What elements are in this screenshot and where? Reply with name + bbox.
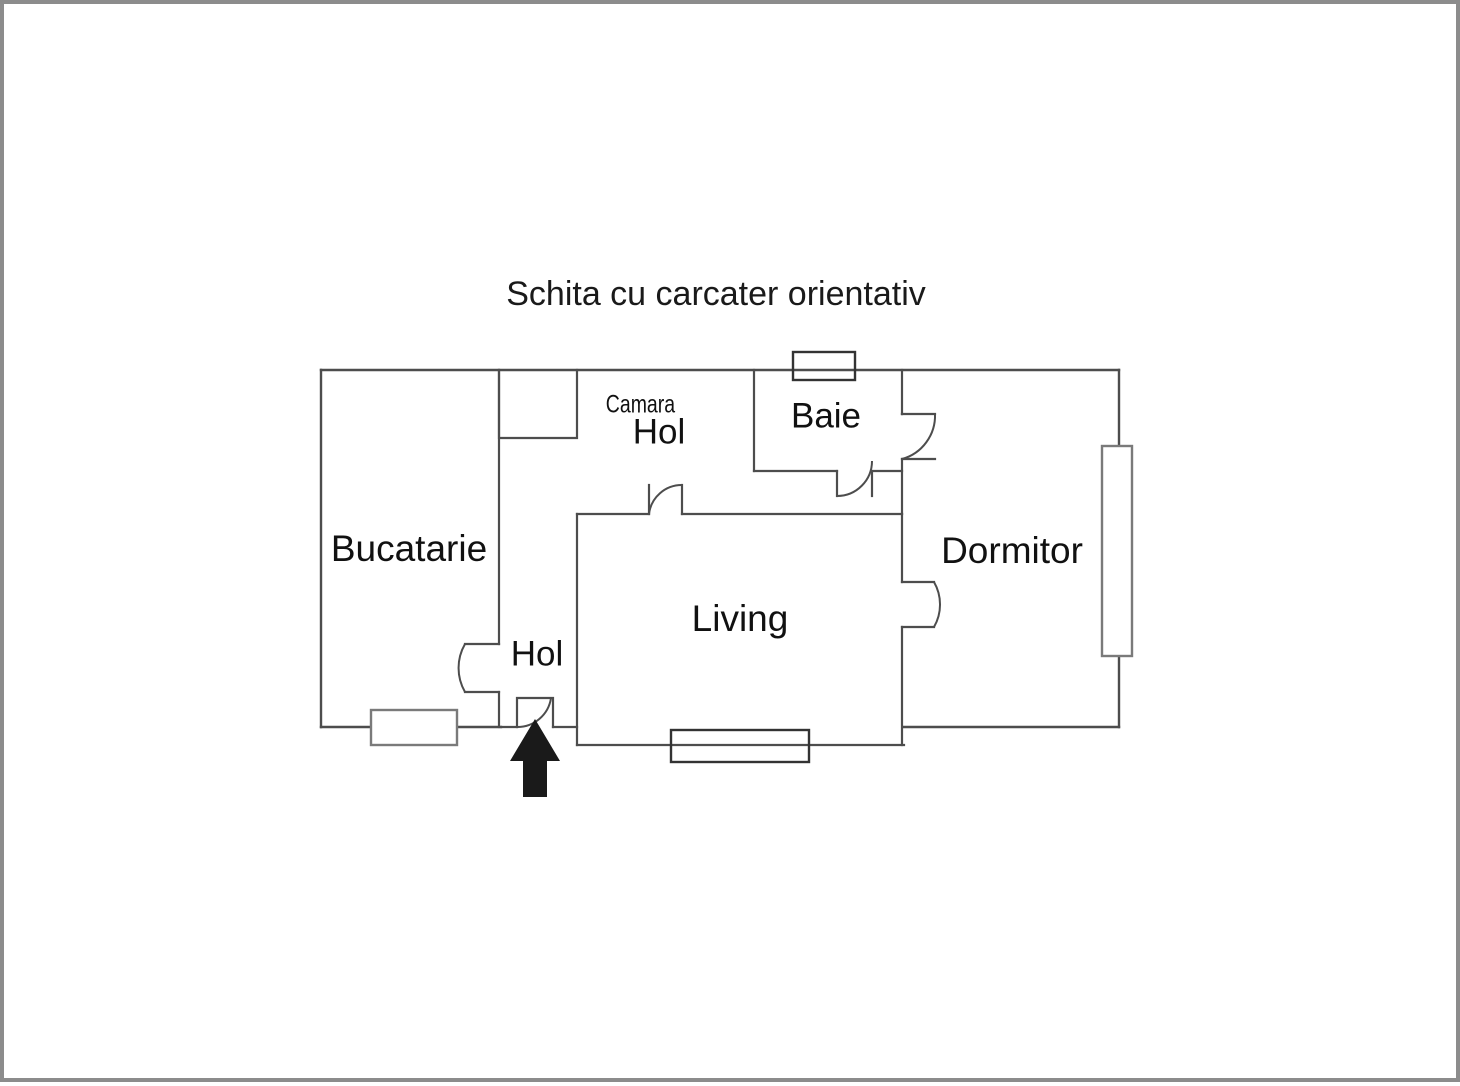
- wall-bucatarie-hol: [463, 368, 501, 729]
- room-label-hol-jos: Hol: [511, 634, 564, 673]
- door-living-dormitor: [933, 581, 941, 628]
- room-label-camara: Camara: [606, 390, 676, 418]
- window-bucatarie-south: [369, 708, 459, 747]
- room-camara: [497, 368, 579, 440]
- page-title: Schita cu carcater orientativ: [506, 275, 926, 313]
- room-living-walls: [575, 483, 936, 747]
- room-label-living: Living: [692, 598, 789, 639]
- room-baie-walls: [752, 368, 937, 516]
- room-label-dormitor: Dormitor: [941, 530, 1083, 571]
- exterior-walls: [319, 368, 1121, 729]
- room-label-baie: Baie: [791, 396, 861, 435]
- door-hol-bucatarie: [457, 643, 466, 693]
- window-dormitor-east: [1100, 444, 1134, 658]
- entrance-arrow: [510, 719, 560, 797]
- window-living-south: [669, 728, 811, 764]
- door-hol-living: [648, 483, 683, 515]
- room-label-bucatarie: Bucatarie: [331, 528, 487, 569]
- room-label-hol-sus: Hol: [633, 412, 686, 451]
- window-baie-north: [791, 350, 857, 382]
- floor-plan-drawing: Schita cu carcater orientativ Camara: [319, 275, 1134, 797]
- door-baie-dormitor: [901, 413, 937, 460]
- door-entrance: [499, 696, 579, 729]
- door-hol-baie: [836, 460, 873, 497]
